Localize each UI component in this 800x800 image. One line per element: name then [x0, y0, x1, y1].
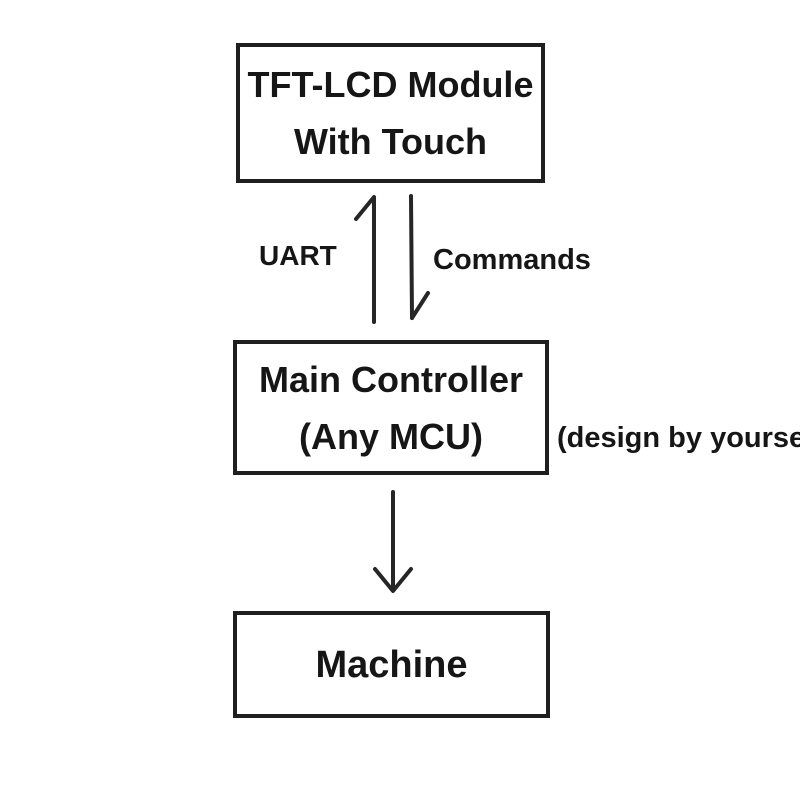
node-machine: Machine [233, 611, 550, 718]
uart-up-arrow [354, 195, 376, 324]
commands-edge-label: Commands [433, 244, 591, 276]
node-tft-lcd-line2: With Touch [294, 121, 487, 162]
design-note-annotation: (design by yourself) [557, 422, 800, 454]
node-tft-lcd-line1: TFT-LCD Module [247, 64, 534, 105]
node-main-controller: Main Controller (Any MCU) [233, 340, 549, 475]
commands-down-arrow [409, 194, 430, 320]
uart-edge-label: UART [259, 240, 337, 271]
node-main-controller-line2: (Any MCU) [299, 415, 483, 457]
controller-to-machine-arrow [373, 490, 413, 593]
node-tft-lcd-module: TFT-LCD Module With Touch [236, 43, 545, 183]
node-main-controller-line1: Main Controller [258, 358, 523, 400]
node-machine-label: Machine [315, 643, 468, 686]
